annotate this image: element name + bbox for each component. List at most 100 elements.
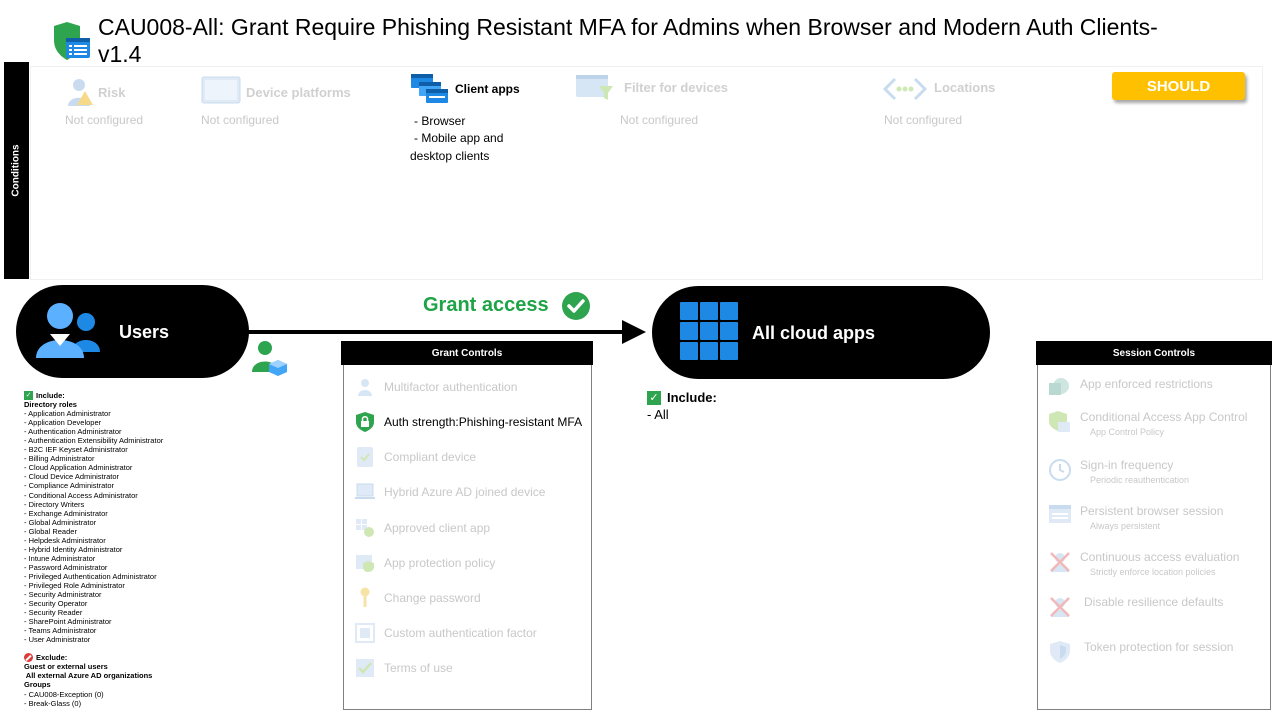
flow-arrow-line [248, 330, 628, 334]
custom-factor-icon [354, 622, 376, 644]
users-include-header: ✓ Include: [24, 391, 65, 401]
directory-role-item: - Compliance Administrator [24, 481, 115, 491]
device-platforms-title: Device platforms [246, 85, 351, 100]
client-apps-value-3: desktop clients [410, 149, 490, 163]
groups-label: Groups [24, 680, 51, 690]
users-label: Users [119, 322, 170, 342]
directory-role-item: - Authentication Administrator [24, 427, 122, 437]
locations-icon [882, 76, 928, 107]
compliant-device-icon [354, 446, 376, 468]
client-apps-value-1: - Browser [414, 114, 466, 128]
token-shield-icon [1048, 640, 1072, 669]
approved-app-icon [354, 517, 376, 539]
grant-access-label: Grant access [423, 294, 549, 316]
laptop-icon [354, 481, 376, 503]
directory-role-item: - Hybrid Identity Administrator [24, 544, 123, 554]
directory-role-item: - SharePoint Administrator [24, 617, 112, 627]
mfa-icon [354, 376, 376, 398]
directory-role-item: - Cloud Application Administrator [24, 463, 133, 473]
session-controls-header: Session Controls [1036, 341, 1272, 365]
cloud-apps-include-value: - All [647, 407, 669, 422]
session-item-token-protection: Token protection for session [1048, 640, 1233, 669]
directory-role-item: - Exchange Administrator [24, 508, 108, 518]
directory-role-item: - Password Administrator [24, 562, 108, 572]
directory-role-item: - Helpdesk Administrator [24, 535, 106, 545]
clock-icon [1048, 458, 1072, 487]
guest-value: All external Azure AD organizations [24, 671, 153, 681]
users-node [16, 285, 249, 378]
device-platforms-value: Not configured [201, 113, 280, 127]
session-item-app-restrictions: App enforced restrictions [1048, 377, 1213, 404]
locations-value: Not configured [884, 113, 963, 127]
directory-role-item: - Directory Writers [24, 499, 85, 509]
grant-item-app-protection: App protection policy [354, 552, 495, 574]
directory-role-item: - Privileged Role Administrator [24, 580, 125, 590]
exclude-block-icon [24, 653, 33, 663]
page-title: CAU008-All: Grant Require Phishing Resis… [98, 14, 1158, 67]
grant-item-approved-app: Approved client app [354, 517, 490, 539]
flow-arrow-head [622, 320, 646, 344]
risk-value: Not configured [65, 113, 144, 127]
directory-role-item: - Intune Administrator [24, 553, 96, 563]
users-assignments: ✓ Include: Directory roles - Application… [24, 391, 324, 708]
terms-icon [354, 657, 376, 679]
device-platforms-icon [201, 76, 241, 113]
filter-devices-value: Not configured [620, 113, 699, 127]
grant-item-mfa: Multifactor authentication [354, 376, 517, 398]
include-check-icon: ✓ [647, 390, 661, 405]
directory-role-item: - Security Reader [24, 608, 83, 618]
directory-role-item: - Cloud Device Administrator [24, 472, 120, 482]
cae-icon [1048, 550, 1072, 579]
risk-icon [65, 77, 95, 112]
directory-role-item: - Authentication Extensibility Administr… [24, 436, 164, 446]
grant-controls-header: Grant Controls [341, 341, 593, 365]
directory-role-item: - B2C IEF Keyset Administrator [24, 445, 128, 455]
directory-role-item: - User Administrator [24, 635, 91, 645]
users-icon [32, 300, 104, 365]
grant-check-icon [561, 291, 591, 326]
directory-role-item: - Teams Administrator [24, 626, 97, 636]
filter-devices-icon [575, 74, 615, 107]
conditions-bar [4, 62, 29, 279]
client-apps-title: Client apps [455, 82, 520, 96]
directory-role-item: - Security Operator [24, 599, 88, 609]
app-protection-icon [354, 552, 376, 574]
apps-grid-icon [679, 301, 739, 366]
cloud-apps-include-label: Include: [667, 390, 717, 405]
guest-user-icon [250, 338, 290, 383]
cloud-apps-label: All cloud apps [752, 323, 876, 343]
grant-item-change-password: Change password [354, 587, 481, 609]
grant-item-compliant-device: Compliant device [354, 446, 476, 468]
guest-label: Guest or external users [24, 662, 108, 672]
key-icon [354, 587, 376, 609]
risk-title: Risk [98, 85, 126, 100]
sharepoint-icon [1048, 377, 1072, 404]
grant-item-terms-of-use: Terms of use [354, 657, 453, 679]
directory-role-item: - Application Administrator [24, 409, 111, 419]
directory-role-item: - Billing Administrator [24, 454, 95, 464]
locations-title: Locations [934, 80, 996, 95]
directory-roles-list: - Application Administrator- Application… [24, 409, 324, 644]
policy-shield-icon [50, 20, 92, 62]
directory-role-item: - Privileged Authentication Administrato… [24, 571, 157, 581]
directory-roles-label: Directory roles [24, 400, 77, 410]
resilience-icon [1048, 595, 1072, 624]
directory-role-item: - Conditional Access Administrator [24, 490, 138, 500]
grant-controls-panel [343, 365, 592, 710]
filter-devices-title: Filter for devices [624, 80, 729, 95]
shield-lock-icon [354, 411, 376, 433]
session-controls-panel [1037, 365, 1271, 710]
excluded-group: - Break-Glass (0) [24, 698, 82, 708]
client-apps-icon [410, 72, 450, 109]
grant-item-auth-strength: Auth strength:Phishing-resistant MFA [354, 411, 582, 433]
session-item-resilience: Disable resilience defaults [1048, 595, 1223, 624]
directory-role-item: - Global Administrator [24, 517, 97, 527]
directory-role-item: - Global Reader [24, 526, 77, 536]
excluded-group: - CAU008-Exception (0) [24, 689, 104, 699]
client-apps-value-2: - Mobile app and [414, 131, 504, 145]
grant-item-custom-factor: Custom authentication factor [354, 622, 537, 644]
